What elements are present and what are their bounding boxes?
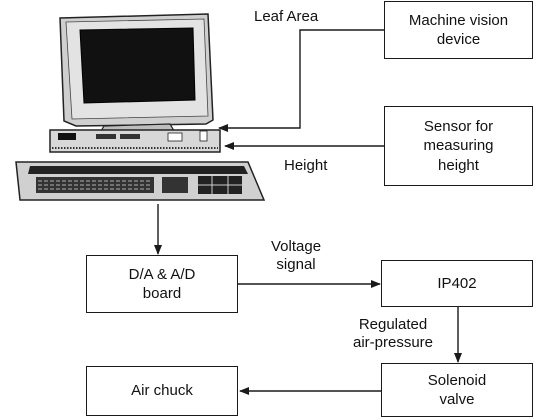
voltage-signal-line1: Voltage <box>271 238 322 255</box>
height-sensor-line1: Sensor for <box>423 118 494 136</box>
edge-leaf-area <box>218 29 384 132</box>
voltage-signal-line2: signal <box>276 256 316 273</box>
edge-label-leaf-area: Leaf Area <box>254 8 319 25</box>
node-solenoid-valve: Solenoid valve <box>381 363 533 417</box>
edge-label-regulated-air-pressure: Regulated air-pressure <box>353 316 433 352</box>
edge-label-voltage-signal: Voltage signal <box>271 238 321 274</box>
ip402-label: IP402 <box>437 274 477 292</box>
height-sensor-line2: measuring <box>423 137 494 155</box>
da-ad-board-line1: D/A & A/D <box>128 265 196 283</box>
edge-label-height: Height <box>284 157 328 174</box>
solenoid-valve-line2: valve <box>439 391 475 408</box>
regulated-air-line1: Regulated <box>358 316 428 333</box>
node-air-chuck: Air chuck <box>86 366 238 416</box>
node-machine-vision-device: Machine vision device <box>384 1 533 59</box>
node-da-ad-board: D/A & A/D board <box>86 255 238 313</box>
air-chuck-label: Air chuck <box>131 382 193 400</box>
node-height-sensor: Sensor for measuring height <box>384 106 533 186</box>
machine-vision-line1: Machine vision <box>408 11 509 29</box>
machine-vision-line2: device <box>436 31 481 48</box>
da-ad-board-line2: board <box>142 285 182 302</box>
regulated-air-line2: air-pressure <box>353 334 434 351</box>
node-ip402: IP402 <box>381 260 533 307</box>
solenoid-valve-line1: Solenoid <box>427 371 487 389</box>
height-sensor-line3: height <box>438 156 479 174</box>
